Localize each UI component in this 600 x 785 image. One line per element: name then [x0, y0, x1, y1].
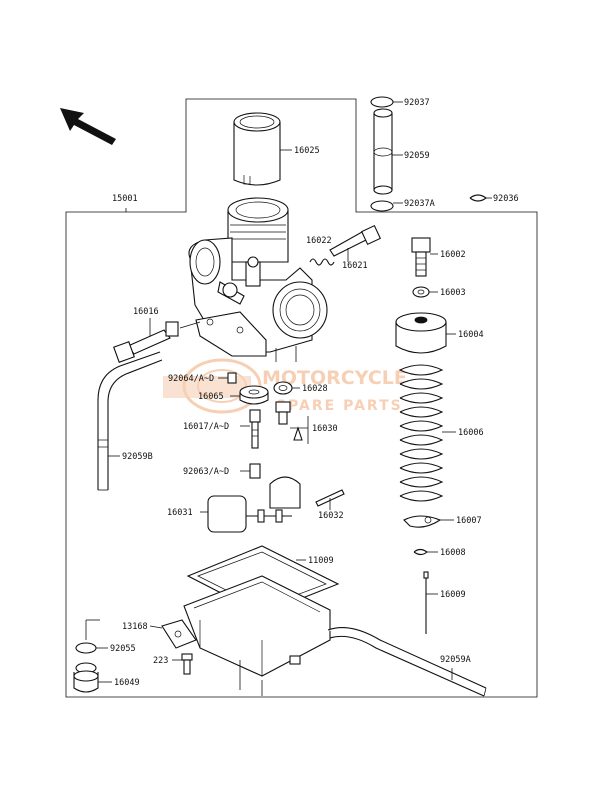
- label-16022: 16022: [306, 236, 332, 246]
- label-16032: 16032: [318, 511, 344, 521]
- watermark-line1: MOTORCYCLE: [262, 367, 407, 389]
- label-15001: 15001: [112, 194, 138, 204]
- part-washer-16028: [273, 381, 300, 395]
- label-92059B: 92059B: [122, 452, 153, 462]
- part-clip-16008: [413, 548, 438, 556]
- label-92055: 92055: [110, 644, 136, 654]
- label-92059: 92059: [404, 151, 430, 161]
- part-float-16031: [200, 476, 301, 533]
- part-vent-tube-92059B: [97, 351, 163, 491]
- label-92059A: 92059A: [440, 655, 471, 665]
- label-16016: 16016: [133, 307, 159, 317]
- label-16006: 16006: [458, 428, 484, 438]
- label-16021: 16021: [342, 261, 368, 271]
- front-direction-arrow-icon: [60, 108, 116, 145]
- part-pilot-jet-16030: [275, 401, 309, 444]
- label-92037: 92037: [404, 98, 430, 108]
- part-nut-16003: [412, 286, 438, 298]
- label-16065: 16065: [198, 392, 224, 402]
- label-16009: 16009: [440, 590, 466, 600]
- part-pin-16032: [315, 489, 345, 510]
- label-11009: 11009: [308, 556, 334, 566]
- label-16007: 16007: [456, 516, 482, 526]
- label-16008: 16008: [440, 548, 466, 558]
- part-plate-13168: [149, 619, 197, 649]
- part-holder-16065: [230, 385, 269, 405]
- part-throttle-valve-16025: [233, 112, 292, 186]
- part-clip-92036: [469, 194, 492, 202]
- part-oring-92055: [75, 619, 108, 654]
- part-choke-lever-16016: [113, 318, 201, 363]
- part-air-screw-16022: [329, 224, 382, 257]
- label-92036: 92036: [493, 194, 519, 204]
- part-needle-jet-92063: [240, 463, 261, 479]
- part-screw-223: [172, 653, 193, 675]
- part-clip-92037A: [370, 200, 403, 212]
- label-16025: 16025: [294, 146, 320, 156]
- label-16004: 16004: [458, 330, 484, 340]
- part-retainer-16007: [403, 515, 454, 528]
- label-223: 223: [153, 656, 168, 666]
- watermark: MOTORCYCLE SPARE PARTS: [163, 358, 407, 414]
- part-drain-plug-16049: [73, 662, 112, 693]
- label-16031: 16031: [167, 508, 193, 518]
- part-overflow-tube-92059A: [327, 627, 487, 697]
- part-spring-16006: [398, 364, 456, 502]
- part-spring-16021: [309, 248, 349, 266]
- part-tube-92059: [373, 108, 403, 195]
- label-16017: 16017/A~D: [183, 422, 229, 432]
- part-clip-92037: [370, 96, 403, 108]
- part-needle-16009: [423, 571, 438, 634]
- part-carburetor-body: [188, 197, 328, 362]
- label-13168: 13168: [122, 622, 148, 632]
- label-92064: 92064/A~D: [168, 374, 214, 384]
- label-92063: 92063/A~D: [183, 467, 229, 477]
- part-jet-16017: [240, 409, 261, 449]
- label-92037A: 92037A: [404, 199, 435, 209]
- label-16003: 16003: [440, 288, 466, 298]
- assembly-frame: [65, 98, 538, 698]
- label-16030: 16030: [312, 424, 338, 434]
- part-cable-adjuster-16002: [411, 237, 438, 277]
- label-16049: 16049: [114, 678, 140, 688]
- label-16002: 16002: [440, 250, 466, 260]
- part-float-bowl: [183, 575, 331, 696]
- label-16028: 16028: [302, 384, 328, 394]
- part-washer-92064: [218, 372, 237, 384]
- watermark-line2: SPARE PARTS: [276, 398, 403, 414]
- part-cap-16004: [395, 312, 456, 354]
